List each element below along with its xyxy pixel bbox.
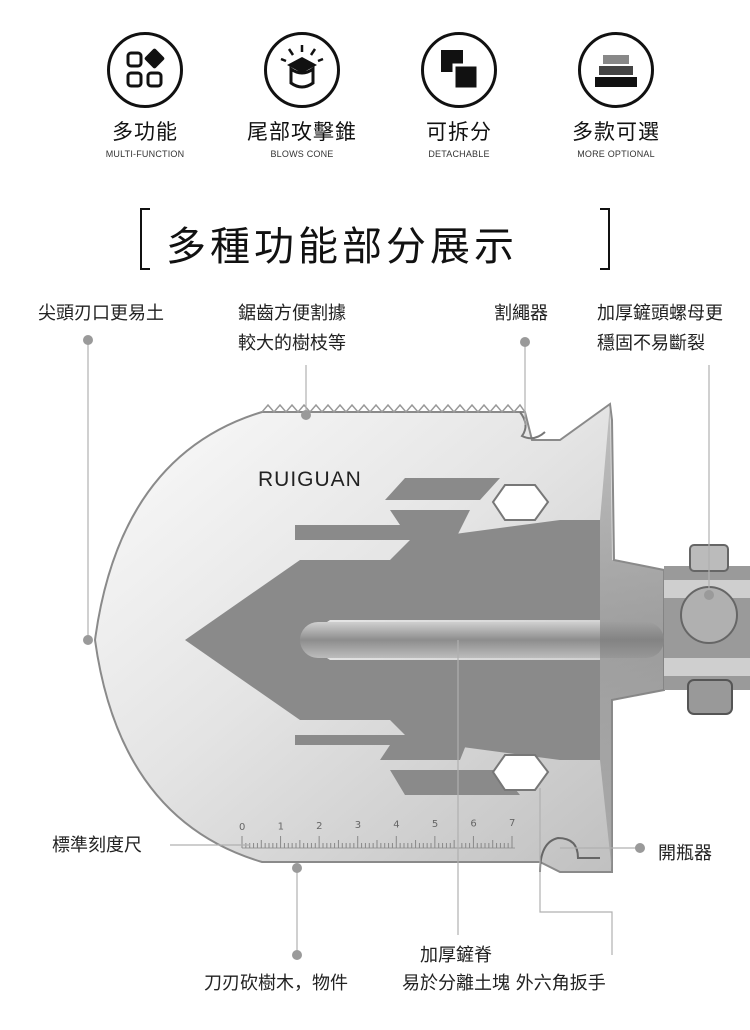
callout-saw-line2: 較大的樹枝等 bbox=[238, 333, 346, 354]
rope-cutter-notch bbox=[519, 411, 546, 440]
stripe-upper bbox=[385, 478, 500, 500]
feature-sublabel: DETACHABLE bbox=[428, 149, 490, 159]
callout-dot bbox=[83, 635, 93, 645]
ruler-number: 2 bbox=[316, 821, 322, 832]
feature-detachable: 可拆分 DETACHABLE bbox=[384, 32, 534, 159]
feature-label: 尾部攻擊錐 bbox=[247, 120, 357, 144]
feature-sublabel: BLOWS CONE bbox=[270, 149, 334, 159]
saw-teeth bbox=[261, 403, 526, 414]
ruler-scale: 0 1 2 3 4 5 6 7 bbox=[239, 818, 515, 849]
detachable-icon bbox=[421, 32, 497, 108]
feature-label: 多款可選 bbox=[572, 120, 660, 144]
callout-ruler: 標準刻度尺 bbox=[52, 835, 142, 856]
callout-nut-line1: 加厚鏟頭螺母更 bbox=[597, 303, 723, 324]
callout-dot bbox=[635, 843, 645, 853]
callout-dot bbox=[292, 863, 302, 873]
feature-sublabel: MORE OPTIONAL bbox=[577, 149, 655, 159]
multi-function-icon bbox=[107, 32, 183, 108]
callout-dot bbox=[83, 335, 93, 345]
ruler-number: 7 bbox=[509, 818, 515, 829]
handle-tube-lower bbox=[664, 658, 750, 676]
spine-ridge bbox=[300, 622, 664, 658]
section-title-text: 多種功能部分展示 bbox=[166, 224, 518, 270]
feature-label: 多功能 bbox=[112, 120, 178, 144]
callout-dot bbox=[520, 337, 530, 347]
callout-tip: 尖頭刃口更易土 bbox=[38, 303, 164, 324]
bracket-left bbox=[140, 208, 150, 270]
stripe-lower-2 bbox=[390, 770, 520, 795]
hex-hole-lower bbox=[491, 754, 550, 791]
ruler-number: 5 bbox=[432, 819, 438, 830]
brand-text: RUIGUAN bbox=[258, 468, 362, 491]
feature-sublabel: MULTI-FUNCTION bbox=[105, 149, 185, 159]
feature-more-optional: 多款可選 MORE OPTIONAL bbox=[541, 32, 691, 159]
feature-blows-cone: 尾部攻擊錐 BLOWS CONE bbox=[227, 32, 377, 159]
chevron-band bbox=[185, 520, 600, 760]
blows-cone-icon bbox=[264, 32, 340, 108]
callout-edge: 刀刃砍樹木，物件 bbox=[204, 973, 348, 994]
feature-label: 可拆分 bbox=[426, 120, 492, 144]
ruler-number: 0 bbox=[239, 822, 245, 833]
callout-saw-line1: 鋸齒方便割據 bbox=[238, 303, 346, 324]
ruler-number: 6 bbox=[470, 818, 476, 829]
shovel-neck bbox=[600, 404, 664, 872]
stripe-upper-2 bbox=[295, 510, 470, 540]
bracket-right bbox=[600, 208, 610, 270]
ruler-number: 1 bbox=[278, 821, 284, 832]
bottle-opener-notch bbox=[539, 836, 600, 873]
callout-spine-line1: 加厚鏟脊 bbox=[420, 945, 492, 966]
stripe-lower bbox=[295, 735, 470, 760]
feature-multi-function: 多功能 MULTI-FUNCTION bbox=[70, 32, 220, 159]
ruler-number: 4 bbox=[393, 820, 399, 831]
callout-opener: 開瓶器 bbox=[658, 843, 712, 864]
callout-spine-line2: 易於分離土塊 外六角扳手 bbox=[402, 973, 606, 994]
callout-dot bbox=[704, 590, 714, 600]
callout-dot bbox=[301, 410, 311, 420]
callout-dot bbox=[292, 950, 302, 960]
section-title: 多種功能部分展示 bbox=[140, 208, 610, 272]
lock-nut-bottom bbox=[687, 679, 733, 715]
callout-rope: 割繩器 bbox=[494, 303, 548, 324]
callout-nut-line2: 穩固不易斷裂 bbox=[597, 333, 705, 354]
more-optional-icon bbox=[578, 32, 654, 108]
ruler-number: 3 bbox=[355, 820, 361, 831]
callout-line-wrench bbox=[539, 788, 613, 955]
hex-hole-upper bbox=[491, 484, 550, 521]
